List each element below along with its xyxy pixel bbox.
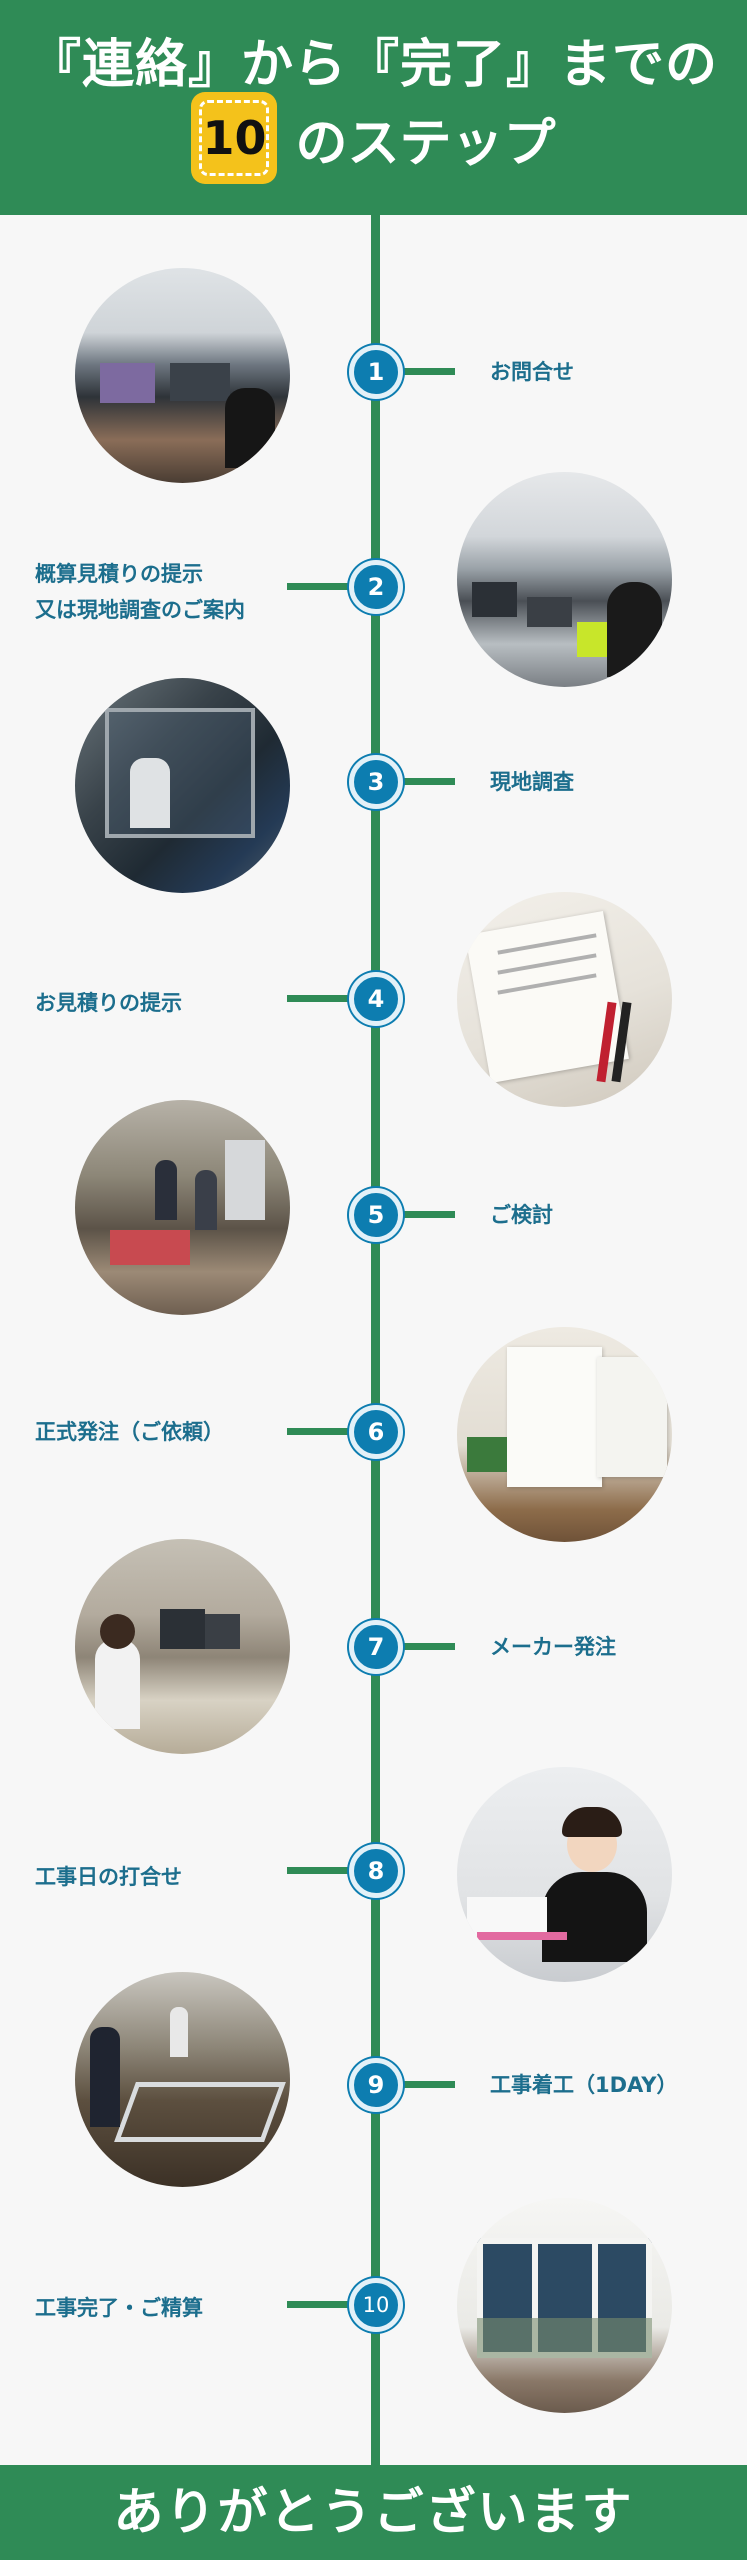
step-4-photo — [457, 892, 672, 1107]
step-9-connector — [400, 2081, 455, 2088]
step-9-photo — [75, 1972, 290, 2187]
step-6-photo — [457, 1327, 672, 1542]
step-3-label: 現地調査 — [490, 770, 574, 794]
step-10-connector — [287, 2301, 352, 2308]
step-5-connector — [400, 1211, 455, 1218]
step-5-photo — [75, 1100, 290, 1315]
step-6-label: 正式発注（ご依頼） — [35, 1420, 224, 1444]
header-title-line1: 『連絡』から『完了』までの — [28, 35, 718, 95]
step-3-photo — [75, 678, 290, 893]
step-9-label: 工事着工（1DAY） — [490, 2073, 678, 2097]
header-title-line2-row: 10 のステップ — [0, 92, 747, 184]
footer-thanks-text: ありがとうございます — [113, 2483, 634, 2541]
step-9-number: 9 — [349, 2058, 403, 2112]
step-4-label: お見積りの提示 — [35, 991, 182, 1015]
step-2-label-line2: 又は現地調査のご案内 — [35, 598, 245, 622]
step-4-number: 4 — [349, 972, 403, 1026]
step-3-number: 3 — [349, 755, 403, 809]
step-10-number: 10 — [349, 2278, 403, 2332]
step-1-photo — [75, 268, 290, 483]
step-2-label-line1: 概算見積りの提示 — [35, 562, 203, 586]
step-1-number: 1 — [349, 345, 403, 399]
step-1-connector — [400, 368, 455, 375]
step-6-connector — [287, 1428, 352, 1435]
page-footer: ありがとうございます — [0, 2465, 747, 2560]
timeline-line — [371, 215, 380, 2465]
step-2-photo — [457, 472, 672, 687]
step-8-label: 工事日の打合せ — [35, 1865, 182, 1889]
page-header: 『連絡』から『完了』までの 10 のステップ — [0, 0, 747, 215]
step-count-number: 10 — [202, 111, 267, 165]
step-8-photo — [457, 1767, 672, 1982]
step-2-label: 概算見積りの提示 又は現地調査のご案内 — [35, 558, 245, 624]
step-8-number: 8 — [349, 1844, 403, 1898]
step-count-badge: 10 — [191, 92, 278, 184]
step-7-connector — [400, 1643, 455, 1650]
step-5-number: 5 — [349, 1188, 403, 1242]
step-7-label: メーカー発注 — [490, 1635, 616, 1659]
header-title-line2: のステップ — [295, 113, 556, 174]
step-7-photo — [75, 1539, 290, 1754]
step-4-connector — [287, 995, 352, 1002]
step-1-label: お問合せ — [490, 360, 574, 384]
step-8-connector — [287, 1867, 352, 1874]
step-2-number: 2 — [349, 560, 403, 614]
step-7-number: 7 — [349, 1620, 403, 1674]
step-3-connector — [400, 778, 455, 785]
step-10-photo — [457, 2198, 672, 2413]
step-5-label: ご検討 — [490, 1203, 553, 1227]
step-10-label: 工事完了・ご精算 — [35, 2296, 203, 2320]
step-2-connector — [287, 583, 352, 590]
step-6-number: 6 — [349, 1405, 403, 1459]
